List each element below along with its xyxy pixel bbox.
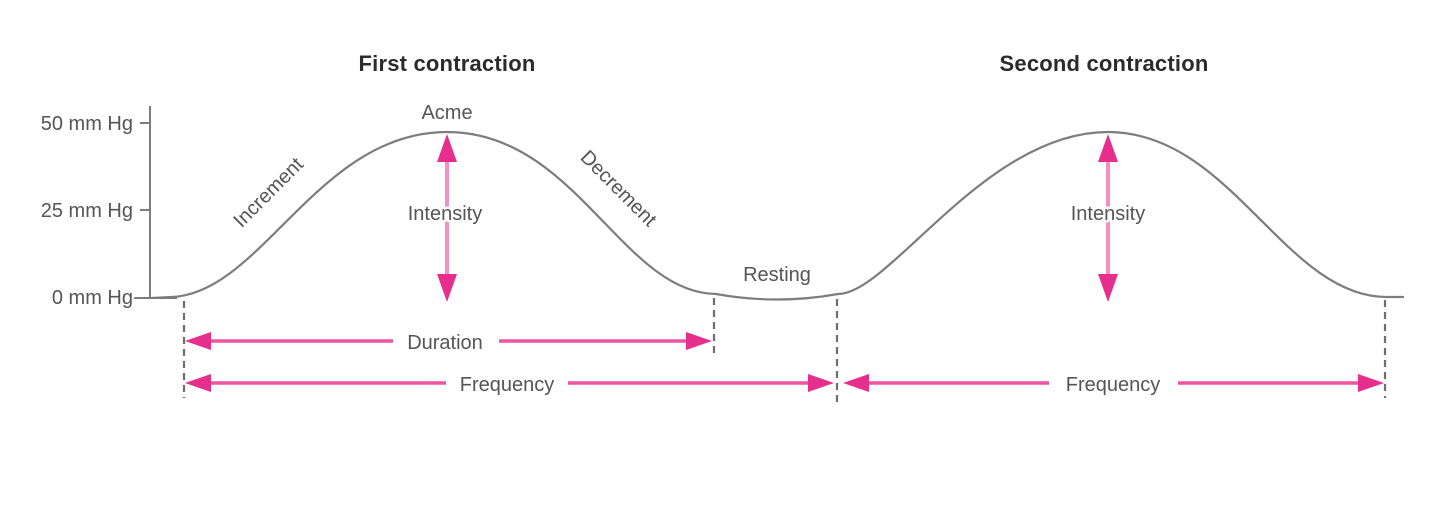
y-axis-label-0: 0 mm Hg [52,287,133,309]
second-contraction-title: Second contraction [1000,51,1209,76]
duration-arrowhead-left [185,332,211,350]
arrowheads [185,134,1384,392]
increment-label: Increment [230,153,309,232]
frequency-second-label: Frequency [1066,374,1161,396]
intensity-arrow-shafts [445,152,1110,284]
intensity-first-arrowhead-up [437,134,457,162]
y-axis-label-25: 25 mm Hg [41,200,133,222]
intensity-first-label: Intensity [408,203,482,225]
duration-arrowhead-right [686,332,712,350]
duration-label: Duration [407,332,483,354]
frequency-first-arrowhead-left [185,374,211,392]
y-axis-label-50: 50 mm Hg [41,113,133,135]
frequency-second-arrowhead-left [843,374,869,392]
acme-label: Acme [421,102,472,124]
intensity-second-label: Intensity [1071,203,1145,225]
frequency-first-arrowhead-right [808,374,834,392]
intensity-first-arrowhead-down [437,274,457,302]
intensity-second-arrowhead-down [1098,274,1118,302]
frequency-second-arrowhead-right [1358,374,1384,392]
measurement-arrow-shafts [206,339,1363,385]
resting-label: Resting [743,264,811,286]
decrement-label: Decrement [576,146,661,231]
contraction-waveform-curve [150,130,1405,301]
first-contraction-title: First contraction [359,51,536,76]
y-axis [134,106,177,299]
frequency-first-label: Frequency [460,374,555,396]
dashed-reference-lines [182,298,1387,402]
intensity-second-arrowhead-up [1098,134,1118,162]
